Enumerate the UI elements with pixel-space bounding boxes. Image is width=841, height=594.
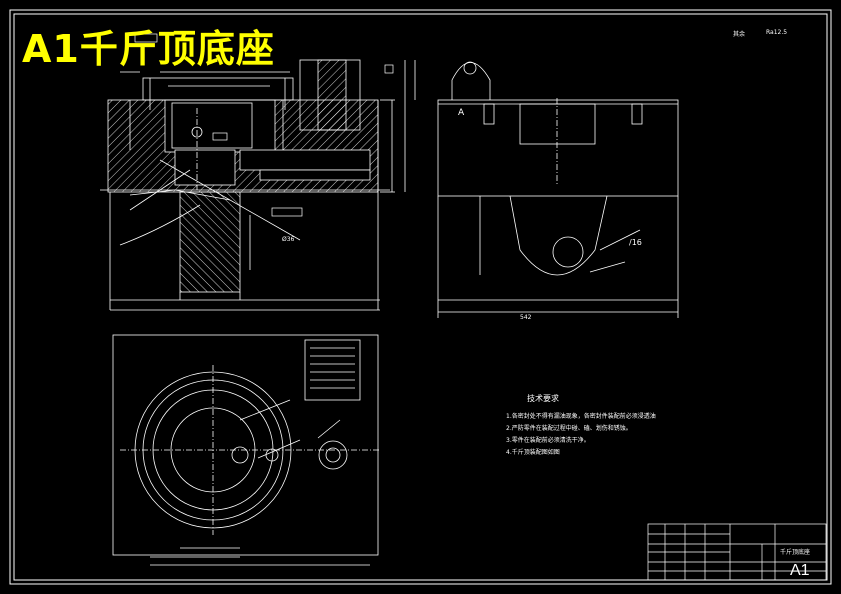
title-block xyxy=(647,523,827,581)
drawing-title: A1千斤顶底座 xyxy=(22,27,275,71)
roughness-value: Ra12.5 xyxy=(766,29,788,36)
section-label: A xyxy=(458,108,465,118)
drawing-frame xyxy=(13,13,828,581)
dim-angle: /16 xyxy=(629,238,642,247)
dim-bottom: 542 xyxy=(520,314,532,321)
title-block-name: 千斤顶底座 xyxy=(780,549,811,556)
tech-requirements-heading: 技术要求 xyxy=(527,394,559,403)
plan-view xyxy=(112,334,380,566)
front-section-view xyxy=(100,59,406,311)
roughness-note: 其余 xyxy=(733,31,746,38)
title-block-sheet: A1 xyxy=(790,562,810,579)
tolerance-frames xyxy=(120,33,394,217)
sheet-border xyxy=(9,9,832,585)
side-view xyxy=(414,60,679,318)
tech-requirement-4: 4.千斤顶装配图如图 xyxy=(506,449,560,456)
tech-requirement-3: 3.零件在装配前必须清洗干净。 xyxy=(506,437,590,444)
dim-circle: Ø36 xyxy=(282,236,295,243)
plan-hatch-lines xyxy=(310,347,355,389)
tech-requirement-2: 2.严防零件在装配过程中碰、磕、划伤和锈蚀。 xyxy=(506,425,632,432)
tech-requirement-1: 1.各密封处不得有漏油现象，各密封件装配前必须浸透油 xyxy=(506,413,656,420)
